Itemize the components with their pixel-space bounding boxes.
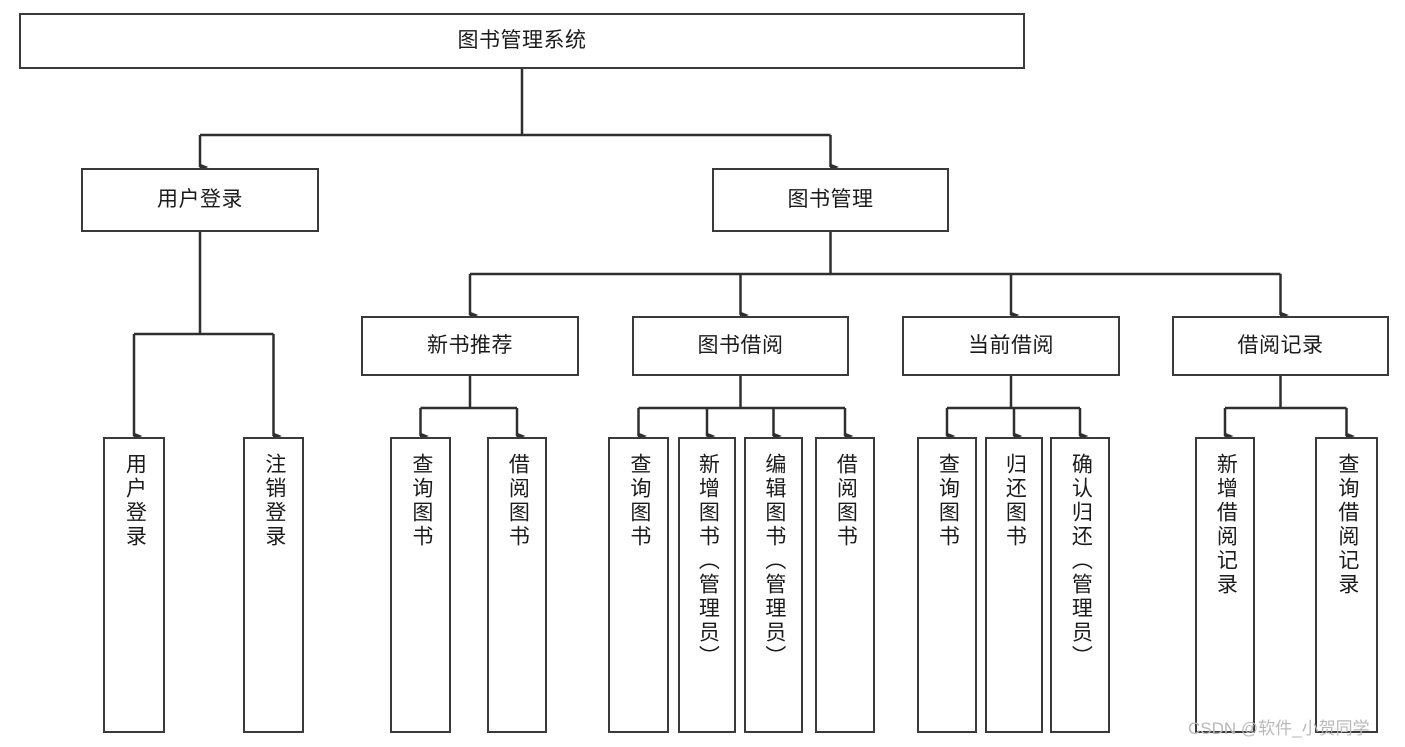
node-label: 注销登录 <box>262 453 286 549</box>
node-label: 新增图书（管理员） <box>696 453 720 669</box>
node-label: 借阅图书 <box>506 453 530 549</box>
node-leaf-edit-book[interactable]: 编辑图书（管理员） <box>744 437 803 733</box>
node-leaf-user-logout[interactable]: 注销登录 <box>243 437 304 733</box>
node-label: 归还图书 <box>1003 453 1027 549</box>
node-root[interactable]: 图书管理系统 <box>19 13 1025 69</box>
node-leaf-confirm-return[interactable]: 确认归还（管理员） <box>1050 437 1110 733</box>
node-book-borrow[interactable]: 图书借阅 <box>632 316 849 376</box>
node-label: 图书管理 <box>787 187 874 211</box>
node-label: 查询借阅记录 <box>1335 453 1359 597</box>
node-leaf-borrow-book-2[interactable]: 借阅图书 <box>815 437 875 733</box>
node-label: 编辑图书（管理员） <box>762 453 786 669</box>
node-leaf-query-book-2[interactable]: 查询图书 <box>608 437 669 733</box>
node-label: 当前借阅 <box>968 333 1054 357</box>
node-user-login[interactable]: 用户登录 <box>81 168 319 232</box>
node-leaf-query-book-1[interactable]: 查询图书 <box>390 437 451 733</box>
node-label: 用户登录 <box>123 453 147 549</box>
node-label: 查询图书 <box>936 453 960 549</box>
node-label: 新书推荐 <box>427 333 513 357</box>
node-label: 确认归还（管理员） <box>1069 453 1093 669</box>
node-label: 查询图书 <box>627 453 651 549</box>
node-leaf-query-book-3[interactable]: 查询图书 <box>917 437 977 733</box>
node-label: 借阅图书 <box>834 453 858 549</box>
node-leaf-borrow-book-1[interactable]: 借阅图书 <box>487 437 547 733</box>
node-label: 图书管理系统 <box>457 28 587 52</box>
node-current-borrow[interactable]: 当前借阅 <box>902 316 1120 376</box>
node-leaf-return-book[interactable]: 归还图书 <box>985 437 1043 733</box>
node-label: 用户登录 <box>157 187 243 211</box>
node-label: 借阅记录 <box>1237 333 1324 357</box>
connector-paths <box>132 69 1355 440</box>
node-leaf-add-record[interactable]: 新增借阅记录 <box>1195 437 1255 733</box>
node-label: 新增借阅记录 <box>1214 453 1238 597</box>
node-leaf-user-login[interactable]: 用户登录 <box>103 437 165 733</box>
node-label: 图书借阅 <box>697 333 784 357</box>
node-label: 查询图书 <box>409 453 433 549</box>
node-book-manage[interactable]: 图书管理 <box>712 168 949 232</box>
watermark: CSDN @软件_小贺同学 <box>1188 719 1370 738</box>
node-leaf-query-record[interactable]: 查询借阅记录 <box>1315 437 1378 733</box>
node-borrow-record[interactable]: 借阅记录 <box>1172 316 1389 376</box>
node-new-book-rec[interactable]: 新书推荐 <box>361 316 579 376</box>
node-leaf-add-book[interactable]: 新增图书（管理员） <box>678 437 736 733</box>
